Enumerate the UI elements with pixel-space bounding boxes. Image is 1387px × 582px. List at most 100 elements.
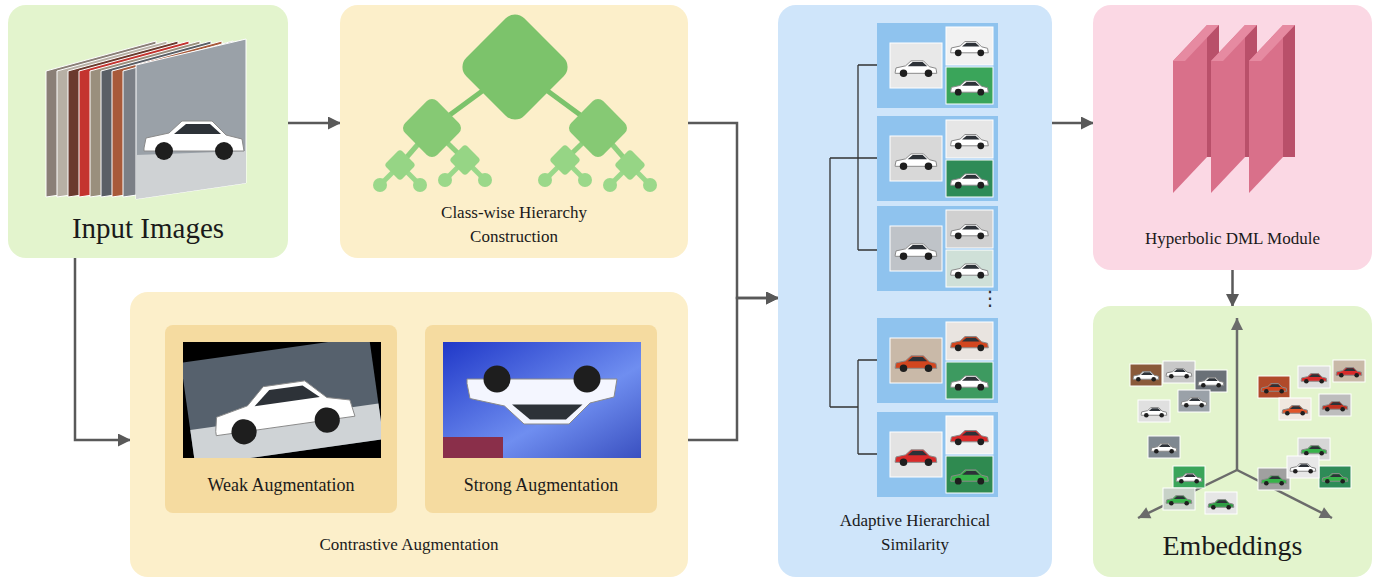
car-illustration (1322, 474, 1348, 484)
hierarchy-leaf (538, 173, 552, 187)
photo-thumbnail (890, 136, 942, 181)
car-wheel (1325, 407, 1330, 412)
car-window (962, 136, 980, 140)
car-illustration (951, 337, 989, 352)
photo-thumbnail (1148, 436, 1180, 458)
car-illustration (210, 375, 356, 449)
hierarchy-diamond (449, 144, 481, 176)
car-wheel (955, 384, 962, 391)
car-wheel (1169, 449, 1174, 454)
car-wheel (1319, 451, 1324, 456)
car-window (174, 124, 221, 134)
car-wheel (1184, 501, 1189, 506)
embedding-space (1130, 318, 1365, 518)
photo-floor (136, 151, 246, 199)
car-window (962, 43, 980, 47)
node-label: Embeddings (1093, 526, 1372, 565)
car-illustration (1208, 500, 1234, 510)
weak-photo (183, 342, 381, 458)
car-wheel (977, 89, 984, 96)
car-window (962, 338, 980, 342)
hierarchy-diamond (549, 144, 581, 176)
car-illustration (951, 174, 989, 189)
car-wheel (1264, 481, 1269, 486)
car-wheel (1184, 374, 1189, 379)
car-illustration (1151, 444, 1177, 454)
car-window (1290, 406, 1302, 409)
flow-arrow (688, 298, 778, 440)
car-illustration (895, 356, 937, 372)
car-illustration (895, 154, 937, 170)
photo-thumbnail (890, 43, 942, 88)
car-wheel (1264, 389, 1269, 394)
photo-thumbnail (946, 27, 993, 65)
car-wheel (1144, 413, 1149, 418)
photo-thumbnail (946, 250, 993, 287)
axis-line (1138, 470, 1237, 518)
photo-thumbnail (1287, 456, 1319, 478)
car-window (1159, 444, 1171, 447)
photo-thumbnail (1130, 364, 1162, 386)
node-label: Adaptive Hierarchical Similarity (815, 509, 1015, 557)
car-wheel (900, 163, 907, 170)
car-illustration (1261, 384, 1287, 394)
augmentation-box: Weak Augmentation (165, 325, 397, 513)
node-label: Contrastive Augmentation (130, 533, 688, 557)
car-wheel (1308, 469, 1313, 474)
car-wheel (925, 163, 932, 170)
augmentation-box: Strong Augmentation (425, 325, 657, 513)
photo-thumbnail (1258, 468, 1290, 490)
car-wheel (1339, 373, 1344, 378)
car-wheel (955, 478, 962, 485)
car-illustration (951, 470, 989, 485)
car-illustration (1166, 369, 1192, 379)
hierarchy-leaf (478, 173, 492, 187)
car-wheel (925, 365, 932, 372)
car-window (1269, 476, 1281, 479)
hierarchy-leaf (578, 173, 592, 187)
car-window (1141, 372, 1153, 375)
photo-thumbnail (1333, 360, 1365, 382)
car-window (1269, 384, 1281, 387)
photo-thumbnail (946, 210, 993, 248)
car-wheel (900, 70, 907, 77)
car-illustration (951, 264, 989, 279)
input-box: Input Images (8, 5, 288, 258)
illustration-part (183, 342, 381, 458)
hierarchy-diamond (384, 149, 416, 181)
car-illustration (1133, 372, 1159, 382)
flow-arrow (75, 258, 130, 440)
car-wheel (230, 418, 258, 446)
node-label: Class-wise Hierarchy Construction (414, 201, 614, 249)
car-wheel (977, 478, 984, 485)
photo-thumbnail (946, 160, 993, 197)
car-wheel (955, 344, 962, 351)
group-box: Contrastive Augmentation Weak Augmentatio… (130, 292, 688, 577)
photo-detail (443, 437, 503, 458)
car-wheel (1169, 374, 1174, 379)
car-window (1174, 369, 1186, 372)
axis-arrowhead (1231, 318, 1243, 330)
photo-thumbnail (946, 416, 993, 454)
layer-top (1211, 25, 1257, 61)
output-box: Embeddings (1093, 306, 1372, 577)
layer-side (1283, 25, 1295, 157)
car-wheel (955, 272, 962, 279)
car-wheel (1304, 451, 1309, 456)
photo-thumbnail (1173, 466, 1205, 488)
car-window (962, 82, 980, 86)
car-window (908, 155, 928, 159)
car-window (962, 226, 980, 230)
similarity-panel (877, 23, 998, 108)
car-illustration (895, 244, 937, 260)
car-wheel (1285, 411, 1290, 416)
car-illustration (467, 366, 617, 425)
car-wheel (977, 49, 984, 56)
car-wheel (1354, 373, 1359, 378)
hierarchy-diamond (400, 96, 464, 160)
photo-thumbnail (890, 226, 942, 271)
car-window (962, 265, 980, 269)
car-illustration (144, 121, 244, 160)
